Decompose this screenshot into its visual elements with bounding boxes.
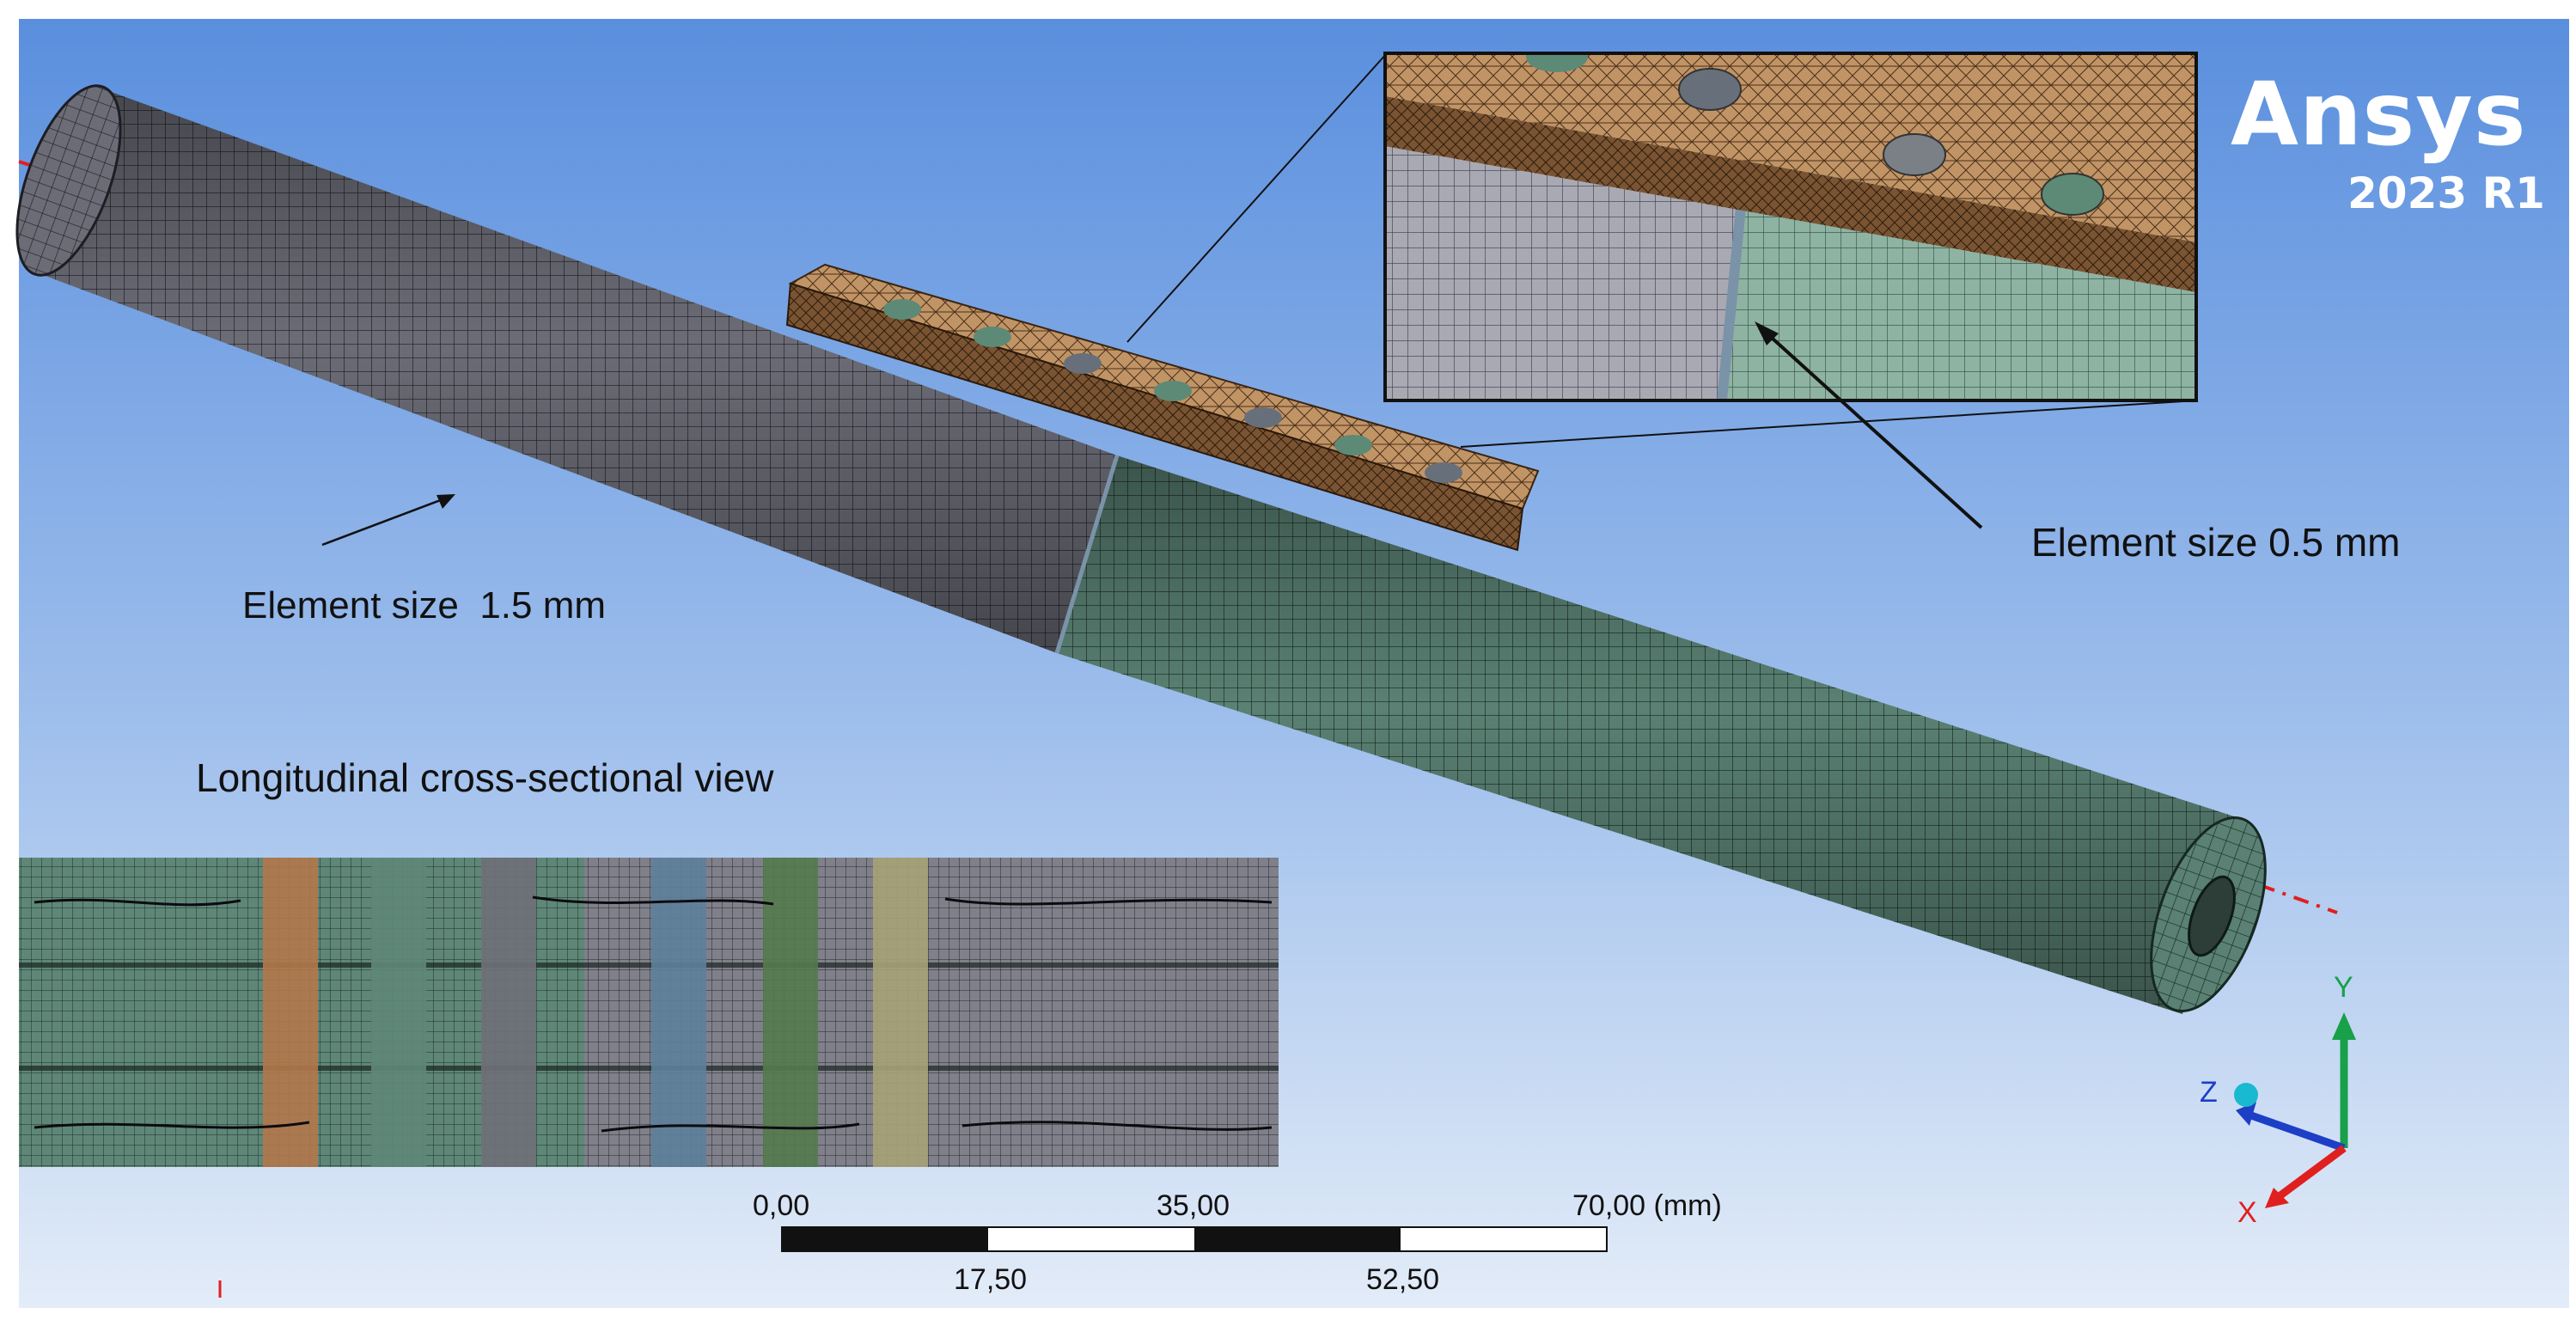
coarse-size-arrow xyxy=(321,494,455,547)
cross-section-view xyxy=(19,858,1279,1167)
triad-iso-ball[interactable] xyxy=(2234,1083,2258,1107)
fine-size-arrow xyxy=(1755,321,1983,529)
zoom-inset xyxy=(1383,52,2198,402)
model-axis-right xyxy=(2259,883,2338,914)
label-element-size-fine: Element size 0.5 mm xyxy=(2031,520,2401,565)
label-element-size-coarse: Element size 1.5 mm xyxy=(242,584,607,626)
zoom-leader-bottom xyxy=(1460,400,2197,448)
triad-x-axis xyxy=(2274,1145,2347,1201)
coordinate-triad[interactable] xyxy=(2234,1012,2356,1208)
scale-label-17: 17,50 xyxy=(954,1263,1028,1296)
pipe-fine-section xyxy=(1054,455,2267,1014)
pipe-coarse-section xyxy=(15,84,1117,653)
scale-label-52: 52,50 xyxy=(1366,1263,1440,1296)
triad-label-z: Z xyxy=(2200,1076,2218,1109)
electrode-strip xyxy=(785,263,1540,552)
label-cross-section-title: Longitudinal cross-sectional view xyxy=(196,755,774,800)
scale-bar xyxy=(781,1226,1608,1252)
triad-z-arrow xyxy=(2236,1102,2256,1126)
triad-label-y: Y xyxy=(2334,971,2353,1004)
triad-y-arrow xyxy=(2332,1012,2356,1040)
ansys-logo: Ansys xyxy=(2231,64,2527,166)
ansys-version: 2023 R1 xyxy=(2347,168,2545,218)
scale-label-0: 0,00 xyxy=(753,1189,810,1222)
triad-x-arrow xyxy=(2265,1188,2289,1208)
scale-label-70: 70,00 (mm) xyxy=(1572,1189,1722,1222)
triad-label-x: X xyxy=(2237,1196,2257,1229)
zoom-leader-top xyxy=(1126,52,1388,343)
scale-label-35: 35,00 xyxy=(1157,1189,1230,1222)
triad-z-axis xyxy=(2249,1111,2346,1152)
